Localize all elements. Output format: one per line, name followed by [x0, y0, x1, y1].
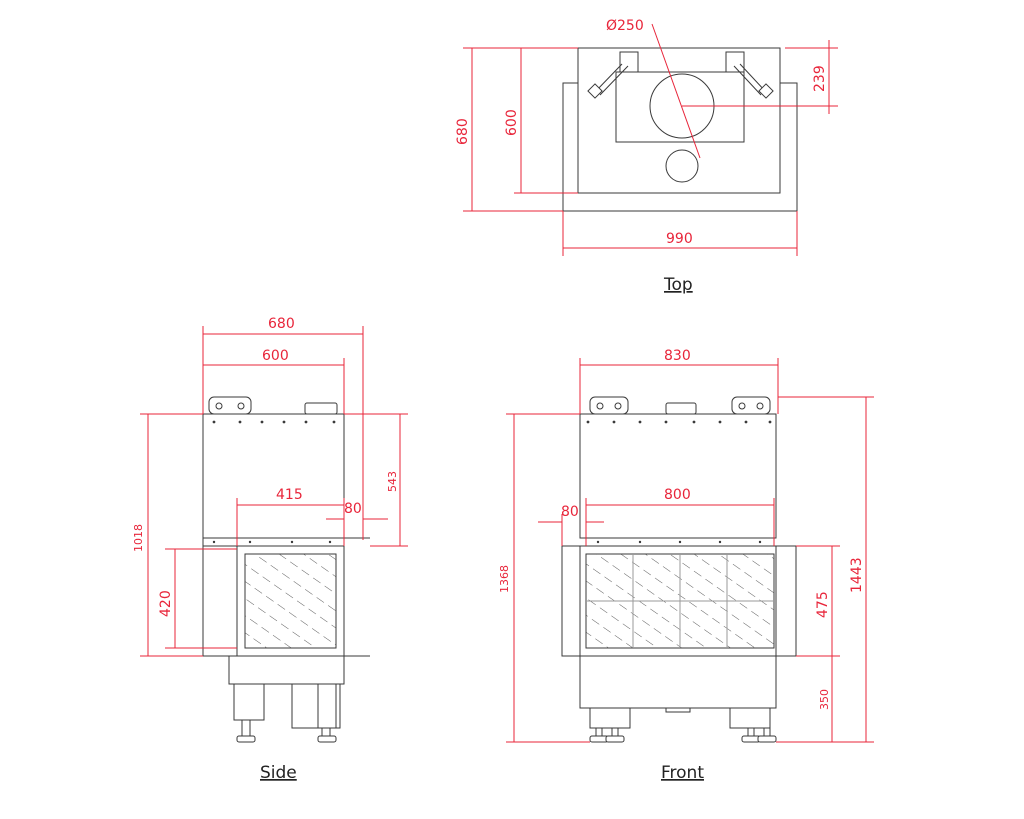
- dim-top-width: 990: [666, 231, 693, 247]
- dim-front-overall-height: 1443: [849, 557, 865, 593]
- dim-top-flue-offset: 239: [812, 65, 828, 92]
- top-inner-body: [577, 47, 781, 194]
- dim-side-upper-height: 543: [386, 471, 399, 492]
- dim-top-flue: Ø250: [606, 18, 644, 34]
- front-glass-grid: [586, 554, 774, 648]
- side-top-bracket-left: [208, 396, 252, 415]
- side-glass-panel: [244, 553, 337, 649]
- dim-side-width-outer: 680: [268, 316, 295, 332]
- caption-top: Top: [663, 275, 693, 295]
- side-upper-body: [202, 413, 345, 539]
- side-view: 680 600 415 80 543 1018 420 Side: [132, 316, 408, 783]
- dim-side-width-inner: 600: [262, 348, 289, 364]
- caption-side: Side: [260, 763, 297, 783]
- dim-front-total-height: 1368: [498, 565, 511, 593]
- dim-front-top-width: 830: [664, 348, 691, 364]
- dim-top-depth-inner: 600: [504, 109, 520, 136]
- dim-front-glass-offset: 80: [561, 504, 579, 520]
- dim-side-glass-offset: 80: [344, 501, 362, 517]
- dim-side-glass-height: 420: [158, 590, 174, 617]
- front-rivets: [586, 420, 772, 544]
- front-view: 830 800 80 1368 1443 475 350 Front: [498, 348, 874, 783]
- dim-front-glass-height: 475: [815, 591, 831, 618]
- top-view: Ø250 239 680 600 990 Top: [455, 18, 838, 295]
- front-top-bracket-left: [589, 396, 629, 415]
- front-top-collar: [665, 402, 697, 415]
- dim-top-depth-outer: 680: [455, 118, 471, 145]
- dim-side-total-height: 1018: [132, 524, 145, 552]
- side-lower-shell: [202, 537, 238, 657]
- caption-front: Front: [661, 763, 704, 783]
- air-inlet-circle: [665, 149, 699, 183]
- side-base: [228, 655, 345, 685]
- top-left-bracket: [587, 51, 639, 99]
- front-top-bracket-right: [731, 396, 771, 415]
- top-right-bracket: [725, 51, 774, 99]
- dim-side-glass-width: 415: [276, 487, 303, 503]
- side-rivets: [212, 420, 336, 544]
- side-top-collar: [304, 402, 338, 415]
- front-base: [579, 655, 777, 709]
- dim-front-base-height: 350: [818, 689, 831, 710]
- front-upper-body: [579, 413, 777, 539]
- top-firebox: [615, 71, 745, 143]
- dim-front-glass-width: 800: [664, 487, 691, 503]
